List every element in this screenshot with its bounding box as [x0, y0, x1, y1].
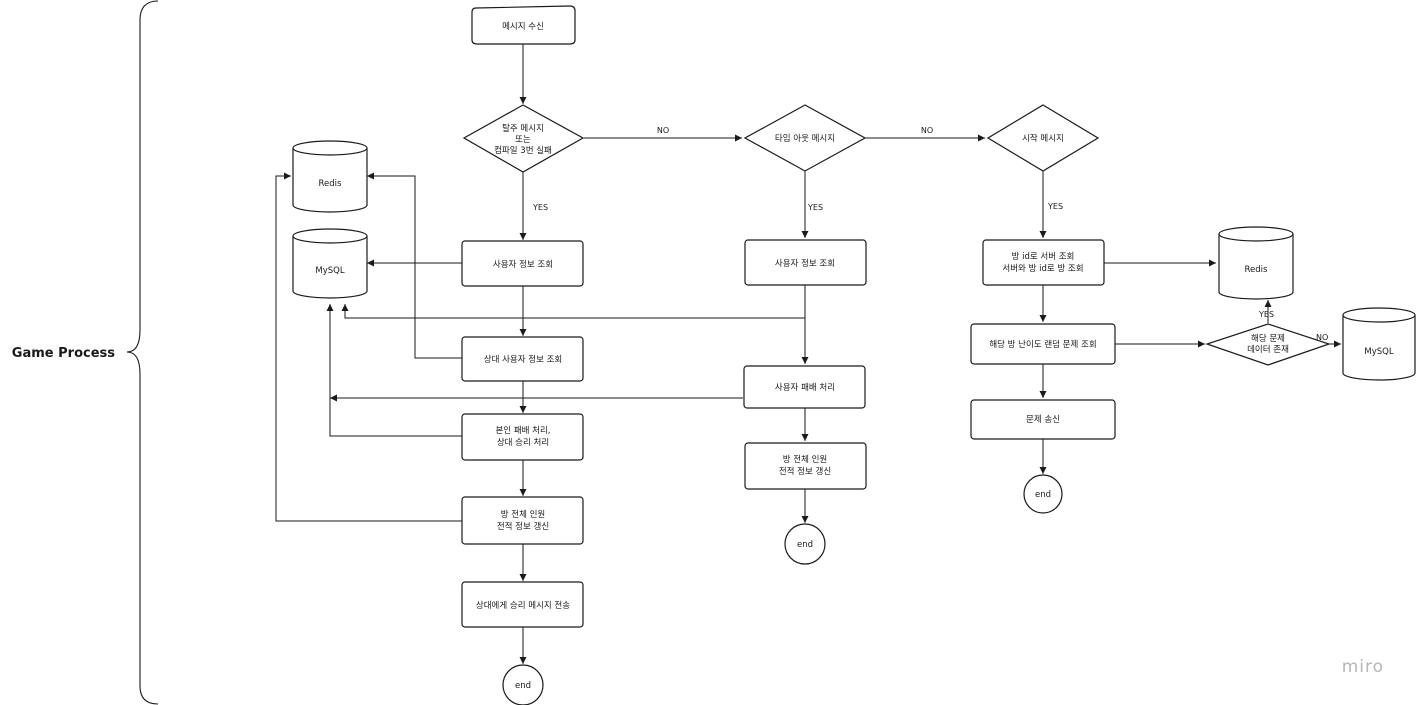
node-c3-problem-lookup[interactable]	[970, 323, 1116, 365]
node-receive[interactable]	[471, 5, 576, 45]
frame-title: Game Process	[12, 346, 115, 361]
node-c3-room-lookup[interactable]	[982, 239, 1105, 286]
node-decision-exit-line1: 탈주 메시지	[502, 124, 544, 134]
node-decision-timeout-label: 타임 아웃 메시지	[775, 133, 835, 144]
node-c1-opponent-lookup-label: 상대 사용자 정보 조회	[484, 354, 563, 365]
node-c2-lose-process-label: 사용자 패배 처리	[775, 382, 835, 393]
edge-label-timeout-yes: YES	[807, 203, 823, 212]
node-c1-end-label: end	[515, 681, 531, 691]
node-decision-timeout[interactable]	[743, 104, 867, 172]
edge-label-data-yes: YES	[1258, 310, 1274, 319]
node-c2-record-update-line2: 전적 정보 갱신	[779, 466, 831, 477]
node-c2-end[interactable]	[784, 523, 826, 565]
node-mysql-right-label: MySQL	[1364, 347, 1393, 357]
node-redis-left-label: Redis	[319, 179, 343, 189]
node-c3-problem-lookup-label: 해당 방 난이도 랜덤 문제 조회	[989, 339, 1096, 350]
edge-c1-opp-to-redis	[367, 172, 462, 359]
node-mysql-left-label: MySQL	[315, 266, 344, 276]
node-decision-exit[interactable]	[462, 104, 585, 173]
node-c2-lose-process[interactable]	[743, 365, 866, 409]
node-redis-right[interactable]	[1218, 226, 1294, 300]
node-c1-record-update-line2: 전적 정보 갱신	[497, 521, 549, 532]
node-redis-left[interactable]	[292, 140, 368, 213]
node-c3-room-lookup-line1: 방 id로 서버 조회	[1012, 251, 1075, 262]
node-mysql-right[interactable]	[1342, 307, 1416, 381]
node-c2-end-label: end	[797, 540, 813, 550]
node-decision-exit-line2: 또는	[515, 135, 531, 145]
node-decision-start[interactable]	[986, 104, 1100, 172]
node-c2-record-update-line1: 방 전체 인원	[783, 454, 828, 465]
node-decision-data[interactable]	[1205, 323, 1331, 366]
node-c2-user-lookup[interactable]	[744, 239, 867, 286]
node-c1-send-win[interactable]	[461, 581, 584, 628]
edge-label-start-yes: YES	[1047, 202, 1063, 211]
node-c2-record-update[interactable]	[744, 442, 867, 490]
node-c1-result-process[interactable]	[461, 413, 584, 461]
node-decision-data-line2: 데이터 존재	[1247, 344, 1289, 355]
node-c1-record-update-line1: 방 전체 인원	[501, 509, 546, 520]
edge-label-timeout-no: NO	[921, 126, 933, 135]
node-c3-send-problem[interactable]	[970, 399, 1116, 440]
node-c1-end[interactable]	[502, 664, 544, 705]
edge-label-exit-yes: YES	[532, 203, 548, 212]
node-decision-data-line1: 해당 문제	[1251, 333, 1285, 344]
node-receive-label: 메시지 수신	[502, 22, 544, 32]
node-c1-record-update[interactable]	[461, 496, 584, 545]
edge-label-exit-no: NO	[657, 126, 669, 135]
node-redis-right-label: Redis	[1245, 265, 1269, 275]
node-c1-opponent-lookup[interactable]	[461, 336, 584, 382]
node-mysql-left[interactable]	[292, 228, 368, 299]
node-c3-end[interactable]	[1023, 474, 1063, 514]
node-c1-result-line1: 본인 패배 처리,	[495, 425, 550, 436]
edge-c1-result-to-mysql	[326, 304, 462, 437]
node-c3-end-label: end	[1035, 490, 1051, 500]
node-decision-start-label: 시작 메시지	[1022, 133, 1064, 144]
node-c1-user-lookup-label: 사용자 정보 조회	[493, 259, 553, 270]
frame-brace	[126, 0, 159, 705]
node-c1-result-line2: 상대 승리 처리	[497, 437, 549, 448]
edge-c1-update-to-redis	[275, 172, 462, 522]
node-c3-send-problem-label: 문제 송신	[1026, 415, 1060, 425]
node-c3-room-lookup-line2: 서버와 방 id로 방 조회	[1002, 263, 1083, 274]
edge-label-data-no: NO	[1316, 333, 1328, 342]
node-decision-exit-line3: 컴파일 3번 실패	[494, 145, 552, 156]
node-c1-user-lookup[interactable]	[461, 240, 584, 287]
node-c1-send-win-label: 상대에게 승리 메시지 전송	[476, 600, 570, 611]
edge-c2-user-to-mysql	[341, 304, 805, 319]
node-c2-user-lookup-label: 사용자 정보 조회	[775, 258, 835, 269]
miro-watermark: miro	[1342, 657, 1384, 677]
